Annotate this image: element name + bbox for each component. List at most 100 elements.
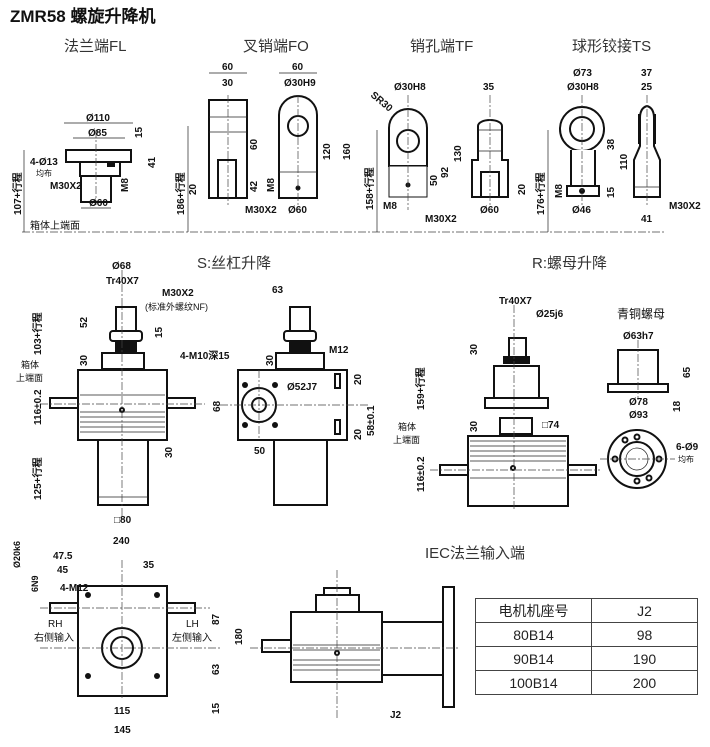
lh-label: LH — [186, 619, 199, 630]
bottom-dim: 6N9 — [30, 575, 40, 592]
table-row: 90B14 190 — [475, 646, 698, 671]
table-cell: 200 — [591, 670, 698, 695]
ts-dim: M30X2 — [669, 201, 701, 212]
r-dim: 116±0.2 — [416, 456, 427, 492]
s-side-drawing — [220, 306, 370, 506]
r-drawing — [430, 305, 600, 510]
tf-dim: 35 — [483, 82, 495, 93]
s-dim: (标准外螺纹NF) — [145, 301, 208, 312]
ts-dim: 15 — [606, 186, 617, 198]
tf-dim: M8 — [383, 201, 397, 212]
s-dim: Ø68 — [112, 261, 131, 272]
s-dim: 125+行程 — [31, 457, 44, 500]
fo-dim: 30 — [222, 78, 234, 89]
s-ref: 箱体 — [21, 359, 39, 370]
s-dim: 52 — [79, 316, 90, 328]
nut-dim: 65 — [682, 366, 693, 378]
table-cell: 100B14 — [475, 670, 592, 695]
s-dim: Tr40X7 — [106, 276, 139, 287]
fo-drawing — [187, 72, 318, 232]
fl-dim: 107+行程 — [11, 172, 24, 215]
s-dim: Ø52J7 — [287, 382, 317, 393]
fo-dim: 120 — [322, 143, 333, 160]
nut-dim: 18 — [672, 400, 683, 412]
table-header: 电机机座号 — [475, 598, 592, 623]
fl-dim: Ø60 — [89, 198, 108, 209]
tf-dim: M30X2 — [425, 214, 457, 225]
s-front-drawing — [40, 270, 205, 520]
fo-dim: 20 — [188, 183, 199, 195]
fo-dim: M8 — [266, 178, 277, 192]
fo-dim: 60 — [292, 62, 304, 73]
fl-dim: 均布 — [36, 168, 52, 178]
iec-label: IEC法兰输入端 — [425, 545, 525, 562]
nut-dim: Ø93 — [629, 410, 648, 421]
r-label: R:螺母升降 — [532, 255, 607, 272]
fl-dim: Ø110 — [86, 113, 110, 124]
s-dim: M30X2 — [162, 288, 194, 299]
fl-ref-label: 箱体上端面 — [30, 219, 80, 232]
fo-dim: M30X2 — [245, 205, 277, 216]
fo-dim: 160 — [342, 143, 353, 160]
nut-dim: 均布 — [678, 454, 694, 464]
nut-label: 青铜螺母 — [617, 306, 665, 321]
tf-dim: 130 — [453, 145, 464, 162]
fl-label: 法兰端FL — [64, 38, 127, 55]
bottom-dim: Ø20k6 — [12, 541, 22, 568]
fo-label: 叉销端FO — [243, 38, 309, 55]
ts-dim: 110 — [619, 153, 630, 170]
s-dim: 30 — [164, 446, 175, 458]
nut-drawing — [600, 340, 675, 489]
table-cell: 80B14 — [475, 622, 592, 647]
r-ref: 上端面 — [393, 434, 420, 445]
table-header-row: 电机机座号 J2 — [475, 598, 698, 623]
r-dim: Tr40X7 — [499, 296, 532, 307]
fl-dim: Ø85 — [88, 128, 107, 139]
r-dim: 30 — [469, 343, 480, 355]
tf-dim: Ø60 — [480, 205, 499, 216]
nut-dim: Ø63h7 — [623, 331, 654, 342]
bottom-drawing — [40, 560, 220, 700]
s-dim: 20 — [353, 428, 364, 440]
tf-dim: 20 — [517, 183, 528, 195]
s-dim: 116±0.2 — [33, 389, 44, 425]
ts-dim: 41 — [641, 214, 653, 225]
r-dim: 159+行程 — [414, 367, 427, 410]
s-dim: 63 — [272, 285, 284, 296]
tf-dim: Ø30H8 — [394, 82, 426, 93]
tf-dim: 92 — [440, 166, 451, 178]
ts-dim: Ø46 — [572, 205, 591, 216]
table-cell: 90B14 — [475, 646, 592, 671]
s-dim: 103+行程 — [31, 312, 44, 355]
iec-drawing — [250, 570, 460, 720]
tf-drawing — [376, 95, 509, 232]
r-ref: 箱体 — [398, 421, 416, 432]
table-cell: 190 — [591, 646, 698, 671]
s-ref: 上端面 — [16, 372, 43, 383]
s-dim: 30 — [265, 354, 276, 366]
bottom-dim: 15 — [211, 702, 222, 714]
fl-dim: 15 — [134, 126, 145, 138]
page-title: ZMR58 螺旋升降机 — [10, 6, 155, 26]
ts-label: 球形铰接TS — [572, 37, 651, 55]
ts-dim: 176+行程 — [534, 172, 547, 215]
bottom-dim: 4-M12 — [60, 583, 89, 594]
fl-dim: 4-Ø13 — [30, 157, 58, 168]
table-cell: 98 — [591, 622, 698, 647]
ts-drawing — [547, 95, 661, 232]
tf-dim: 158+行程 — [363, 167, 376, 210]
tf-dim: 50 — [429, 174, 440, 186]
bottom-dim: 87 — [211, 613, 222, 625]
s-dim: 4-M10深15 — [180, 349, 230, 362]
bottom-dim: 240 — [113, 536, 130, 547]
table-row: 100B14 200 — [475, 670, 698, 695]
s-label: S:丝杠升降 — [197, 255, 271, 272]
r-dim: Ø25j6 — [536, 309, 564, 320]
fl-drawing — [23, 122, 133, 232]
ts-dim: 25 — [641, 82, 653, 93]
s-dim: □80 — [114, 515, 132, 526]
ts-dim: Ø30H8 — [567, 82, 599, 93]
bottom-dim: 145 — [114, 725, 131, 736]
s-dim: 15 — [154, 326, 165, 338]
